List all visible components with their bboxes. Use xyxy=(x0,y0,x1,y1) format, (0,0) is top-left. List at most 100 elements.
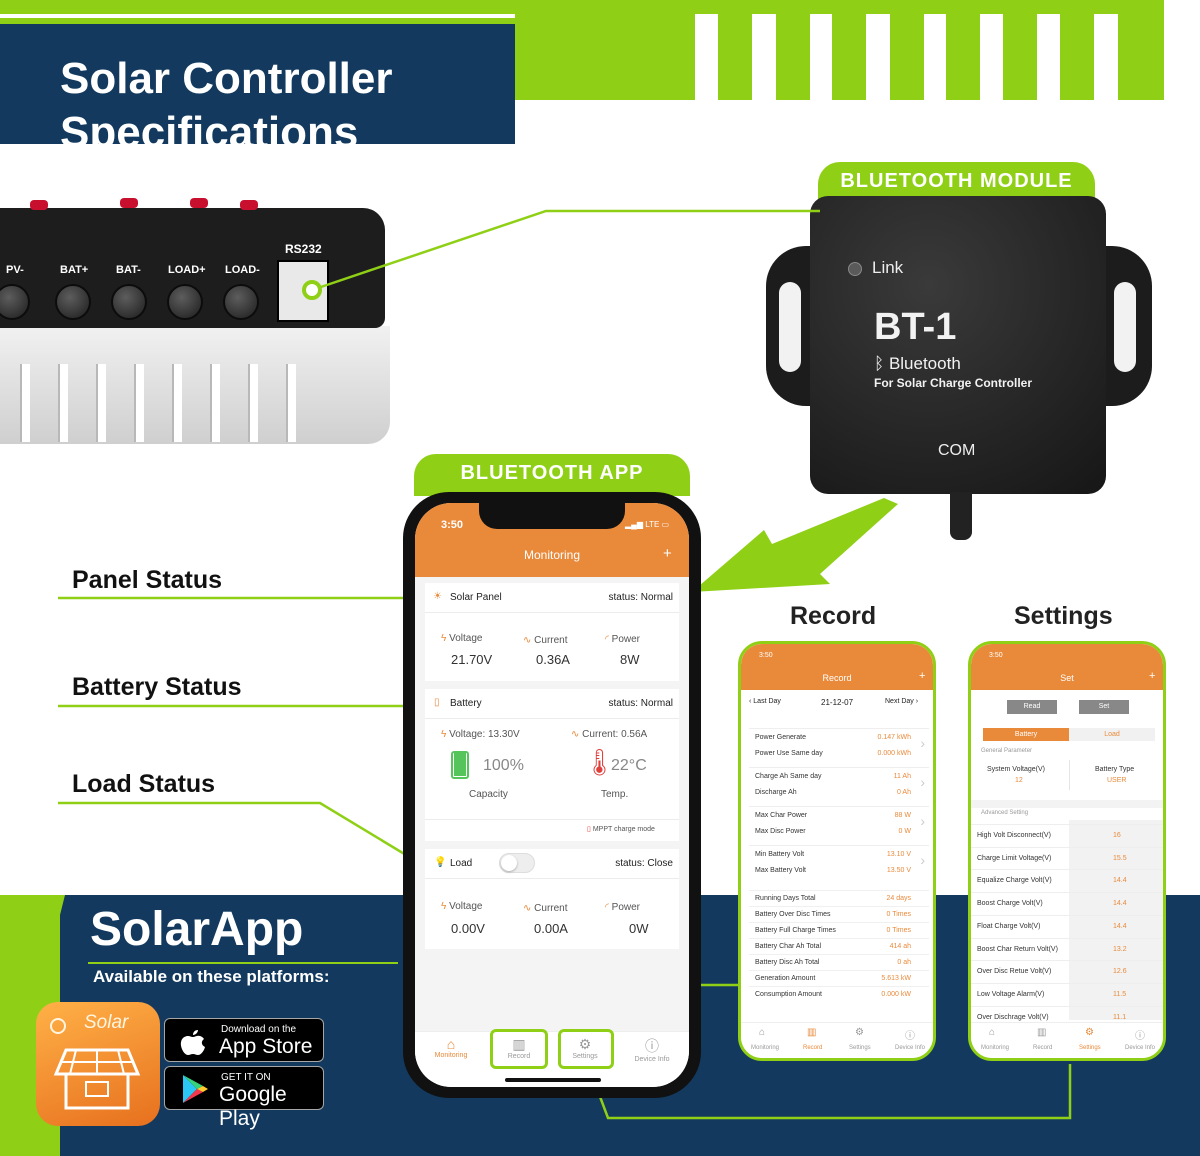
setting-value[interactable]: 16 xyxy=(1113,832,1121,839)
load-status-label: Load Status xyxy=(72,770,216,798)
next-day-button[interactable]: Next Day › xyxy=(885,698,919,705)
divider xyxy=(88,962,398,964)
setting-row[interactable]: Over Dischrage Volt(V)11.1 xyxy=(971,1005,1163,1028)
mount-slot xyxy=(1114,282,1136,372)
wave-icon: ∿ xyxy=(523,635,532,646)
prev-day-button[interactable]: ‹ Last Day xyxy=(749,698,781,705)
solar-current-label: ∿ Current xyxy=(523,635,568,646)
setting-row[interactable]: Over Disc Retue Volt(V) 12.6 xyxy=(971,960,1163,982)
nav-device-info[interactable]: Device Info xyxy=(1125,1045,1156,1051)
mount-slot xyxy=(779,282,801,372)
google-play-small: GET IT ON xyxy=(221,1072,271,1083)
app-store-button[interactable]: Download on the App Store xyxy=(164,1018,324,1062)
battery-status: status: Normal xyxy=(608,698,673,709)
settings-bottom-nav: Monitoring Record Settings Device Info ⌂… xyxy=(971,1022,1163,1058)
nav-device-info[interactable]: ⓘ Device Info xyxy=(627,1036,677,1063)
load-toggle[interactable] xyxy=(499,853,535,873)
google-play-button[interactable]: GET IT ON Google Play xyxy=(164,1066,324,1130)
charge-mode: ▯ MPPT charge mode xyxy=(587,826,655,833)
setting-label: High Volt Disconnect(V) xyxy=(977,832,1051,839)
battery-type-label: Battery Type xyxy=(1095,766,1135,773)
record-total-row: Battery Over Disc Times 0 Times xyxy=(749,906,929,921)
bulb-icon: 💡 xyxy=(434,857,447,868)
nav-label: Settings xyxy=(572,1053,598,1060)
battery-label: Battery xyxy=(450,698,482,709)
solar-current-value: 0.36A xyxy=(536,652,570,667)
setting-row[interactable]: Equalize Charge Volt(V)14.4 xyxy=(971,869,1163,891)
bluetooth-text: Bluetooth xyxy=(888,354,961,373)
load-power-label: ◜ Power xyxy=(605,902,641,913)
battery-type-value[interactable]: USER xyxy=(1107,777,1127,784)
add-button[interactable]: + xyxy=(919,670,926,682)
setting-value[interactable]: 14.4 xyxy=(1113,877,1127,885)
module-cable xyxy=(950,492,972,540)
nav-record[interactable]: Record xyxy=(803,1045,823,1051)
record-total-label: Consumption Amount xyxy=(755,991,822,998)
setting-value[interactable]: 14.4 xyxy=(1113,900,1127,908)
battery-icon: ▭ xyxy=(661,520,670,529)
nav-record[interactable]: Record xyxy=(1033,1045,1053,1051)
nav-monitoring[interactable]: Monitoring xyxy=(981,1045,1010,1051)
nav-settings[interactable]: ⚙ Settings xyxy=(563,1036,607,1060)
capacity-label: Capacity xyxy=(469,789,508,800)
bluetooth-icon: ᛒ xyxy=(874,354,885,373)
com-label: COM xyxy=(938,442,976,459)
divider xyxy=(1069,760,1070,790)
setting-row[interactable]: High Volt Disconnect(V) 16 xyxy=(971,824,1163,846)
battery-header: ▯ Battery status: Normal xyxy=(425,689,679,719)
battery-voltage: ϟ Voltage: 13.30V xyxy=(441,729,520,740)
setting-label: Boost Charge Volt(V) xyxy=(977,900,1043,908)
values-column xyxy=(1069,820,1163,1020)
battery-current: ∿ Current: 0.56A xyxy=(571,729,648,740)
add-button[interactable]: + xyxy=(1149,670,1156,682)
nav-label: Device Info xyxy=(634,1056,670,1063)
setting-row[interactable]: Charge Limit Voltage(V)15.5 xyxy=(971,846,1163,869)
title-banner: Solar Controller Specifications xyxy=(0,18,515,157)
nav-settings[interactable]: Settings xyxy=(849,1045,871,1051)
setting-value[interactable]: 13.2 xyxy=(1113,945,1127,953)
record-label: Discharge Ah xyxy=(755,789,797,796)
setting-row[interactable]: Float Charge Volt(V)14.4 xyxy=(971,914,1163,937)
record-date: 21-12-07 xyxy=(821,698,854,707)
setting-value[interactable]: 15.5 xyxy=(1113,854,1127,862)
system-voltage-value[interactable]: 12 xyxy=(1015,777,1023,784)
heatsink-fin xyxy=(134,364,144,442)
record-total-value: 0 Times xyxy=(886,911,911,918)
add-button[interactable]: + xyxy=(663,545,672,562)
nav-device-info[interactable]: Device Info xyxy=(895,1045,926,1051)
bolt-icon: ϟ xyxy=(441,901,447,912)
terminal-screw xyxy=(190,198,208,208)
setting-value[interactable]: 12.6 xyxy=(1113,968,1127,976)
setting-row[interactable]: Low Voltage Alarm(V)11.5 xyxy=(971,982,1163,1005)
setting-label: Over Disc Retue Volt(V) xyxy=(977,968,1052,976)
setting-value[interactable]: 11.5 xyxy=(1113,990,1127,998)
setting-row[interactable]: Boost Charge Volt(V) 14.4 xyxy=(971,892,1163,914)
nav-record[interactable]: ▥ Record xyxy=(497,1036,541,1060)
terminal-screw xyxy=(167,284,203,320)
record-total-label: Battery Over Disc Times xyxy=(755,911,831,918)
setting-value[interactable]: 14.4 xyxy=(1113,922,1127,930)
tab-battery[interactable]: Battery xyxy=(983,728,1069,741)
setting-value[interactable]: 11.1 xyxy=(1113,1013,1127,1021)
thermometer-icon: 🌡 xyxy=(583,747,617,777)
tab-load[interactable]: Load xyxy=(1069,728,1155,741)
solarapp-subtitle: Available on these platforms: xyxy=(93,967,330,986)
setting-row[interactable]: Boost Char Return Volt(V)13.2 xyxy=(971,937,1163,960)
record-value: 0.147 kWh xyxy=(877,734,911,741)
terminal-label: BAT+ xyxy=(60,264,89,276)
solar-app-icon[interactable]: Solar xyxy=(36,1002,160,1126)
nav-monitoring[interactable]: Monitoring xyxy=(751,1045,780,1051)
nav-monitoring[interactable]: ⌂ Monitoring xyxy=(429,1036,473,1059)
set-button[interactable]: Set xyxy=(1079,700,1129,714)
record-label: Min Battery Volt xyxy=(755,851,805,858)
house-solar-icon xyxy=(50,1018,141,1110)
app-store-small: Download on the xyxy=(221,1024,297,1035)
settings-heading: Settings xyxy=(1014,602,1113,630)
read-button[interactable]: Read xyxy=(1007,700,1057,714)
nav-settings[interactable]: Settings xyxy=(1079,1045,1101,1051)
